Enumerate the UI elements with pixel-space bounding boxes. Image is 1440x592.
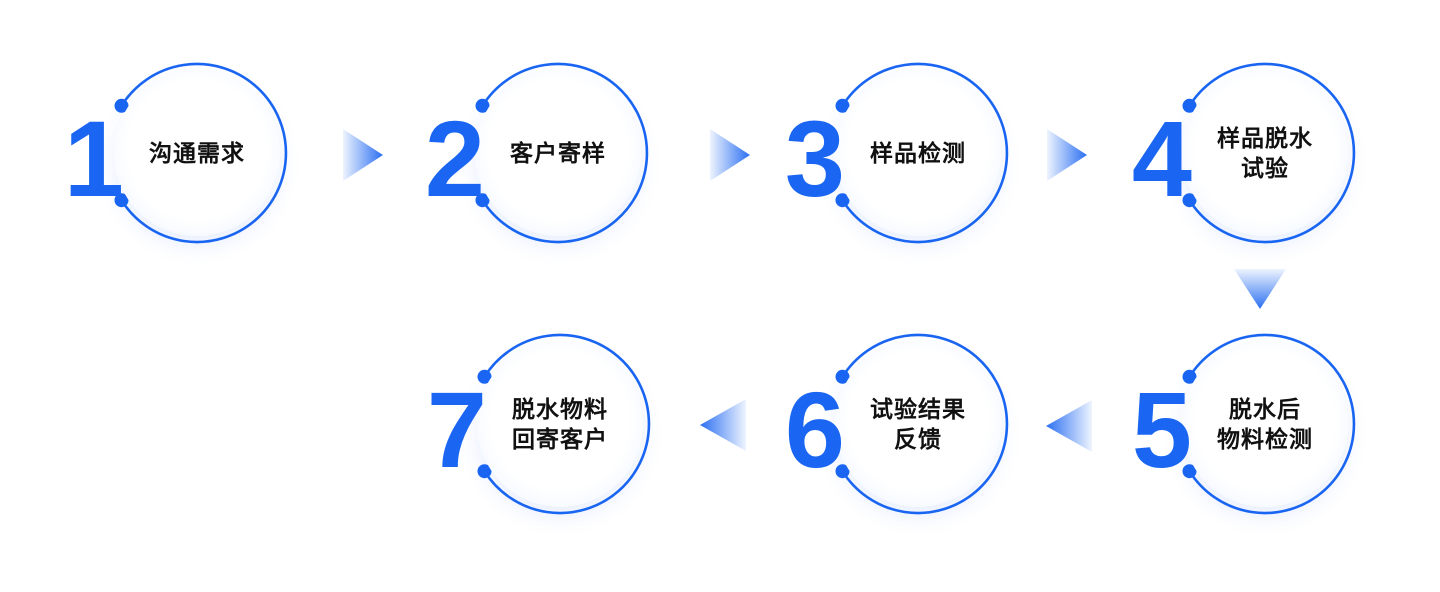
circle-arc	[1188, 62, 1356, 244]
step-label-line1: 脱水后	[1229, 396, 1301, 422]
step-label: 脱水物料 回寄客户	[472, 394, 648, 454]
arc-endpoint-dot-bottom	[835, 464, 850, 479]
circle-face	[835, 70, 1001, 236]
step-label: 样品脱水 试验	[1177, 123, 1353, 183]
step-label-line1: 样品检测	[870, 140, 966, 166]
step-number: 2	[424, 98, 485, 219]
step-number: 5	[1131, 369, 1192, 490]
step-5: 5 脱水后 物料检测	[1132, 324, 1365, 524]
step-2: 2 客户寄样	[425, 53, 658, 253]
arc-endpoint-dot-bottom	[1182, 464, 1197, 479]
step-1: 1 沟通需求	[64, 53, 297, 253]
step-label-line2: 反馈	[894, 426, 942, 452]
arc-endpoint-dot-bottom	[1182, 193, 1197, 208]
arc-endpoint-dot-bottom	[114, 193, 129, 208]
step-label-line2: 试验	[1241, 155, 1289, 181]
circle-arc	[1188, 333, 1356, 515]
circle-face	[477, 341, 643, 507]
step-label: 沟通需求	[109, 138, 285, 168]
step-circle-ring	[477, 333, 651, 515]
step-3: 3 样品检测	[785, 53, 1018, 253]
step-number: 1	[63, 98, 124, 219]
arc-endpoint-dot-bottom	[835, 193, 850, 208]
circle-face	[475, 70, 641, 236]
step-label: 客户寄样	[470, 138, 646, 168]
step-6: 6 试验结果 反馈	[785, 324, 1018, 524]
step-label: 试验结果 反馈	[830, 394, 1006, 454]
circle-arc	[483, 333, 651, 515]
circle-face	[835, 341, 1001, 507]
step-label-line1: 沟通需求	[149, 140, 245, 166]
circle-face	[114, 70, 280, 236]
arc-endpoint-dot-bottom	[477, 464, 492, 479]
step-label-line1: 样品脱水	[1217, 125, 1313, 151]
step-label: 脱水后 物料检测	[1177, 394, 1353, 454]
circle-arc	[481, 62, 649, 244]
arrow-down-step4-to-step5	[1234, 269, 1286, 309]
step-label-line2: 回寄客户	[512, 426, 608, 452]
step-number: 3	[784, 98, 845, 219]
circle-arc	[841, 333, 1009, 515]
step-number: 7	[426, 369, 487, 490]
step-4: 4 样品脱水 试验	[1132, 53, 1365, 253]
step-number: 6	[784, 369, 845, 490]
step-number: 4	[1131, 98, 1192, 219]
circle-arc	[841, 62, 1009, 244]
circle-face	[1182, 341, 1348, 507]
step-label: 样品检测	[830, 138, 1006, 168]
step-label-line1: 试验结果	[870, 396, 966, 422]
circle-arc	[120, 62, 288, 244]
circle-face	[1182, 70, 1348, 236]
arc-endpoint-dot-bottom	[475, 193, 490, 208]
step-label-line1: 客户寄样	[510, 140, 606, 166]
step-label-line1: 脱水物料	[512, 396, 608, 422]
step-label-line2: 物料检测	[1217, 426, 1313, 452]
step-7: 7 脱水物料 回寄客户	[427, 324, 660, 524]
